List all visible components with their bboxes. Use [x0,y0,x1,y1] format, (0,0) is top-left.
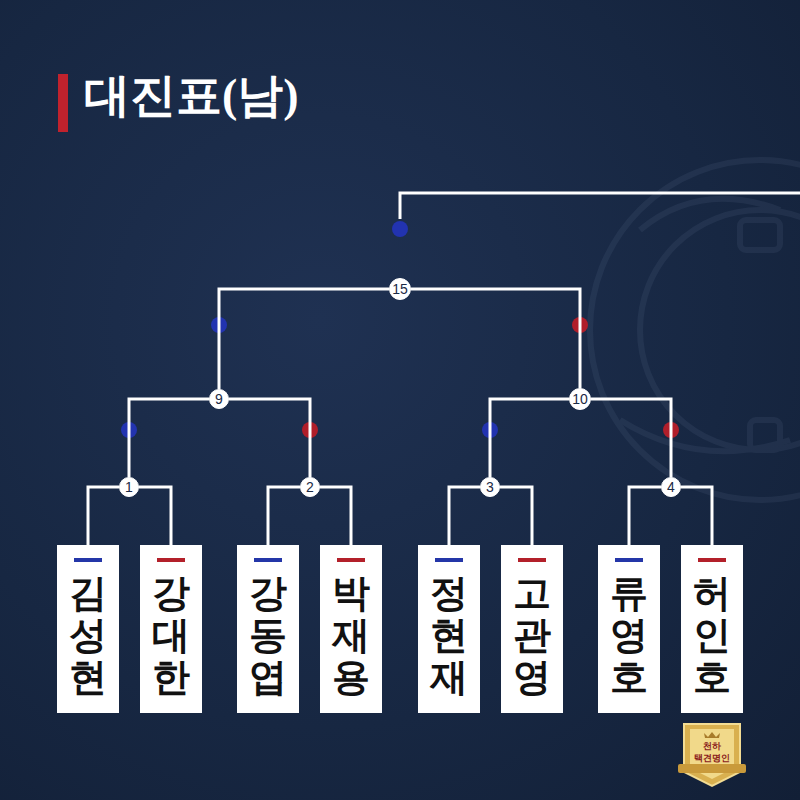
corner-color-bar [435,558,463,562]
champion-badge [678,724,746,786]
corner-color-bar [74,558,102,562]
player-box: 류영호 [598,545,660,713]
corner-color-bar [337,558,365,562]
bracket-line [229,399,310,477]
match-number-circle: 10 [569,388,591,410]
player-name: 강동엽 [249,573,287,698]
match-number: 15 [392,282,408,296]
page-title: 대진표(남) [84,68,299,123]
bracket-line [411,289,580,388]
bracket-line [129,399,209,477]
bracket-line [88,487,119,545]
bracket-line [139,487,171,545]
player-name: 강대한 [152,573,190,698]
corner-color-bar [698,558,726,562]
match-number-circle: 4 [661,477,681,497]
player-box: 정현재 [418,545,480,713]
player-name: 류영호 [610,573,648,698]
match-number: 3 [486,480,494,494]
bracket-line [681,487,712,545]
bracket-line [268,487,300,545]
corner-color-bar [157,558,185,562]
match-number: 4 [667,480,675,494]
player-name: 김성현 [69,573,107,698]
bracket-line [629,487,661,545]
match-number: 2 [306,480,314,494]
bracket-line [320,487,351,545]
match-number: 1 [125,480,133,494]
player-box: 허인호 [681,545,743,713]
blue-dot [392,221,408,237]
badge-label: 천하 [703,742,721,751]
bracket-line [490,399,569,477]
match-number: 10 [572,392,588,406]
final-line [400,193,800,219]
bracket-line [591,399,671,477]
player-box: 강대한 [140,545,202,713]
match-number-circle: 1 [119,477,139,497]
player-box: 김성현 [57,545,119,713]
match-number-circle: 2 [300,477,320,497]
match-number-circle: 15 [389,278,411,300]
player-name: 고관영 [513,573,551,698]
match-number: 9 [215,392,223,406]
bracket-line [219,289,389,389]
player-box: 고관영 [501,545,563,713]
player-name: 박재용 [332,573,370,698]
player-box: 강동엽 [237,545,299,713]
corner-color-bar [518,558,546,562]
match-number-circle: 9 [209,389,229,409]
ornament [590,160,800,500]
bracket-line [449,487,480,545]
player-box: 박재용 [320,545,382,713]
badge-label: 택견명인 [694,754,730,763]
match-number-circle: 3 [480,477,500,497]
player-name: 허인호 [693,573,731,698]
corner-color-bar [615,558,643,562]
title-accent-bar [58,74,68,132]
bracket-line [500,487,532,545]
corner-color-bar [254,558,282,562]
player-name: 정현재 [430,573,468,698]
progress-dots [121,221,679,438]
